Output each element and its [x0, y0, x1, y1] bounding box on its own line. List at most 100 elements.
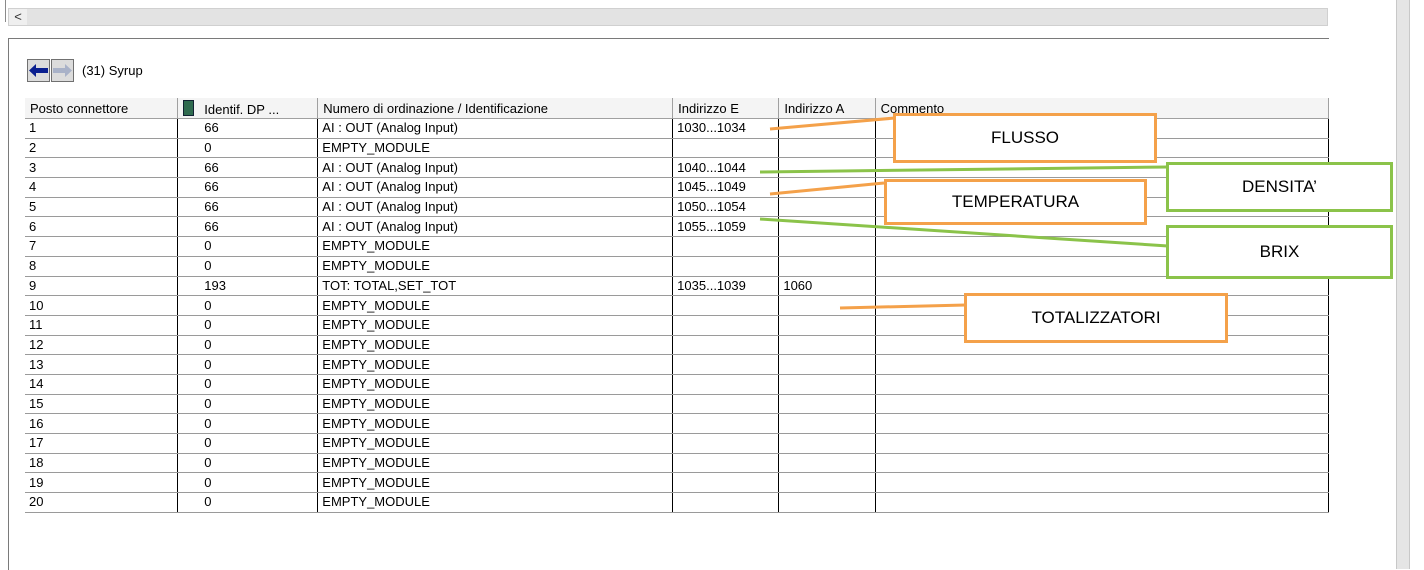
cell-address-e[interactable]: 1030...1034 [672, 118, 780, 139]
cell-dp-id[interactable]: 66 [177, 157, 319, 179]
cell-address-e[interactable] [672, 394, 780, 415]
cell-address-a[interactable] [778, 472, 876, 494]
cell-slot[interactable]: 12 [25, 335, 179, 356]
cell-slot[interactable]: 9 [25, 276, 179, 297]
cell-address-e[interactable]: 1045...1049 [672, 177, 780, 198]
cell-order-number[interactable]: EMPTY_MODULE [317, 236, 674, 257]
cell-dp-id[interactable]: 66 [177, 118, 319, 139]
cell-address-a[interactable] [778, 492, 876, 513]
cell-slot[interactable]: 2 [25, 138, 179, 159]
cell-dp-id[interactable]: 0 [177, 295, 319, 316]
cell-address-e[interactable] [672, 236, 780, 257]
cell-order-number[interactable]: EMPTY_MODULE [317, 354, 674, 375]
cell-dp-id[interactable]: 0 [177, 492, 319, 513]
cell-address-a[interactable] [778, 256, 876, 277]
cell-slot[interactable]: 10 [25, 295, 179, 316]
cell-slot[interactable]: 15 [25, 394, 179, 415]
cell-dp-id[interactable]: 0 [177, 138, 319, 159]
cell-address-e[interactable] [672, 413, 780, 434]
cell-slot[interactable]: 16 [25, 413, 179, 434]
cell-slot[interactable]: 13 [25, 354, 179, 375]
back-button[interactable] [27, 58, 50, 82]
cell-address-e[interactable] [672, 256, 780, 277]
cell-comment[interactable] [875, 394, 1329, 415]
cell-dp-id[interactable]: 0 [177, 236, 319, 257]
cell-comment[interactable] [875, 354, 1329, 375]
cell-comment[interactable] [875, 472, 1329, 494]
cell-dp-id[interactable]: 193 [177, 276, 319, 297]
cell-dp-id[interactable]: 0 [177, 374, 319, 395]
cell-address-e[interactable] [672, 433, 780, 454]
col-header-slot[interactable]: Posto connettore [25, 98, 179, 119]
cell-dp-id[interactable]: 0 [177, 472, 319, 494]
cell-slot[interactable]: 3 [25, 157, 179, 179]
cell-address-a[interactable] [778, 295, 876, 316]
cell-address-a[interactable] [778, 354, 876, 375]
cell-address-e[interactable] [672, 354, 780, 375]
cell-address-a[interactable]: 1060 [778, 276, 876, 297]
cell-order-number[interactable]: AI : OUT (Analog Input) [317, 216, 674, 238]
cell-order-number[interactable]: EMPTY_MODULE [317, 295, 674, 316]
cell-dp-id[interactable]: 0 [177, 413, 319, 434]
cell-order-number[interactable]: EMPTY_MODULE [317, 492, 674, 513]
cell-address-e[interactable]: 1055...1059 [672, 216, 780, 238]
vertical-scrollbar[interactable] [1396, 0, 1410, 569]
cell-address-a[interactable] [778, 118, 876, 139]
cell-dp-id[interactable]: 0 [177, 433, 319, 454]
cell-address-e[interactable]: 1040...1044 [672, 157, 780, 179]
cell-comment[interactable] [875, 374, 1329, 395]
cell-slot[interactable]: 17 [25, 433, 179, 454]
cell-address-a[interactable] [778, 433, 876, 454]
cell-address-e[interactable] [672, 453, 780, 474]
vertical-scrollbar-thumb[interactable] [1397, 0, 1408, 569]
cell-dp-id[interactable]: 0 [177, 335, 319, 356]
cell-address-e[interactable] [672, 492, 780, 513]
cell-address-e[interactable] [672, 374, 780, 395]
cell-order-number[interactable]: EMPTY_MODULE [317, 394, 674, 415]
cell-order-number[interactable]: EMPTY_MODULE [317, 453, 674, 474]
cell-order-number[interactable]: EMPTY_MODULE [317, 256, 674, 277]
cell-order-number[interactable]: EMPTY_MODULE [317, 413, 674, 434]
cell-slot[interactable]: 20 [25, 492, 179, 513]
cell-comment[interactable] [875, 413, 1329, 434]
cell-slot[interactable]: 7 [25, 236, 179, 257]
cell-dp-id[interactable]: 66 [177, 177, 319, 198]
forward-button[interactable] [51, 58, 74, 82]
cell-order-number[interactable]: EMPTY_MODULE [317, 138, 674, 159]
cell-dp-id[interactable]: 0 [177, 354, 319, 375]
cell-address-e[interactable]: 1035...1039 [672, 276, 780, 297]
cell-slot[interactable]: 1 [25, 118, 179, 139]
cell-slot[interactable]: 4 [25, 177, 179, 198]
cell-slot[interactable]: 19 [25, 472, 179, 494]
cell-slot[interactable]: 5 [25, 197, 179, 218]
scroll-left-arrow-icon[interactable]: < [9, 9, 27, 25]
cell-address-a[interactable] [778, 374, 876, 395]
cell-comment[interactable] [875, 492, 1329, 513]
cell-address-e[interactable] [672, 472, 780, 494]
cell-address-a[interactable] [778, 394, 876, 415]
cell-address-a[interactable] [778, 197, 876, 218]
cell-slot[interactable]: 18 [25, 453, 179, 474]
cell-dp-id[interactable]: 66 [177, 216, 319, 238]
cell-slot[interactable]: 14 [25, 374, 179, 395]
cell-address-e[interactable] [672, 335, 780, 356]
col-header-address-a[interactable]: Indirizzo A [778, 98, 876, 119]
cell-address-a[interactable] [778, 236, 876, 257]
cell-slot[interactable]: 6 [25, 216, 179, 238]
cell-address-a[interactable] [778, 157, 876, 179]
cell-dp-id[interactable]: 0 [177, 394, 319, 415]
cell-address-a[interactable] [778, 335, 876, 356]
cell-order-number[interactable]: EMPTY_MODULE [317, 433, 674, 454]
col-header-dp-id[interactable]: Identif. DP ... [177, 98, 319, 119]
cell-order-number[interactable]: AI : OUT (Analog Input) [317, 118, 674, 139]
col-header-order-number[interactable]: Numero di ordinazione / Identificazione [317, 98, 674, 119]
